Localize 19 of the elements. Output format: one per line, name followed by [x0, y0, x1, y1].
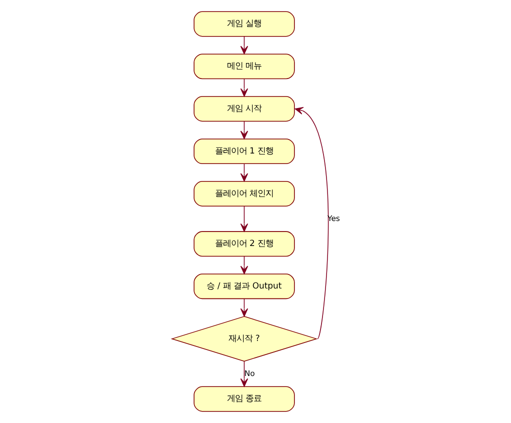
arrow — [240, 36, 248, 54]
node-box: 게임 종료 — [193, 386, 294, 412]
node-box: 플레이어 체인지 — [193, 181, 294, 206]
node-box: 게임 실행 — [193, 11, 294, 37]
arrow — [240, 361, 248, 387]
arrow — [240, 78, 248, 97]
node-box: 게임 시작 — [193, 96, 294, 122]
arrow — [240, 206, 248, 232]
node-box: 승 / 패 결과 Output — [193, 274, 294, 300]
node-box: 메인 메뉴 — [193, 54, 294, 80]
arrow — [294, 106, 328, 340]
edge-label: No — [244, 368, 254, 378]
node-diamond: 재시작 ? — [170, 316, 318, 362]
arrow — [240, 298, 248, 317]
node-box: 플레이어 1 진행 — [193, 138, 294, 164]
node-box: 플레이어 2 진행 — [193, 231, 294, 257]
arrow — [240, 120, 248, 140]
arrow — [240, 256, 248, 274]
arrow — [240, 163, 248, 182]
